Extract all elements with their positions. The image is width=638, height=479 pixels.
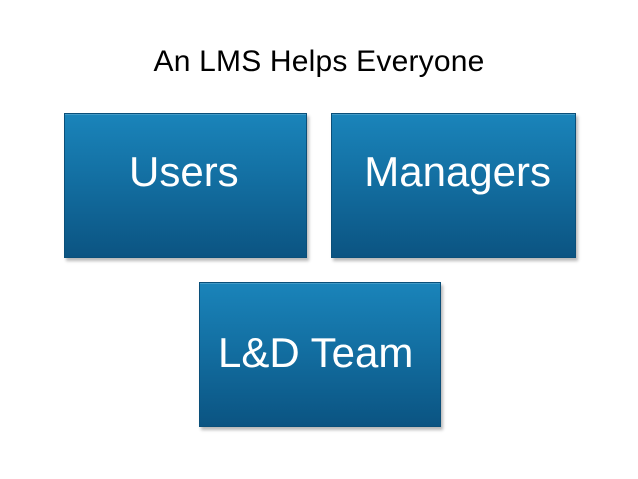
ld-team-label: L&D Team [218, 329, 414, 376]
managers-label: Managers [364, 148, 551, 195]
managers-tile: Managers [331, 113, 576, 258]
users-tile: Users [64, 113, 307, 258]
users-label: Users [129, 148, 239, 195]
slide-title: An LMS Helps Everyone [153, 45, 485, 78]
ld-team-tile: L&D Team [199, 282, 441, 427]
